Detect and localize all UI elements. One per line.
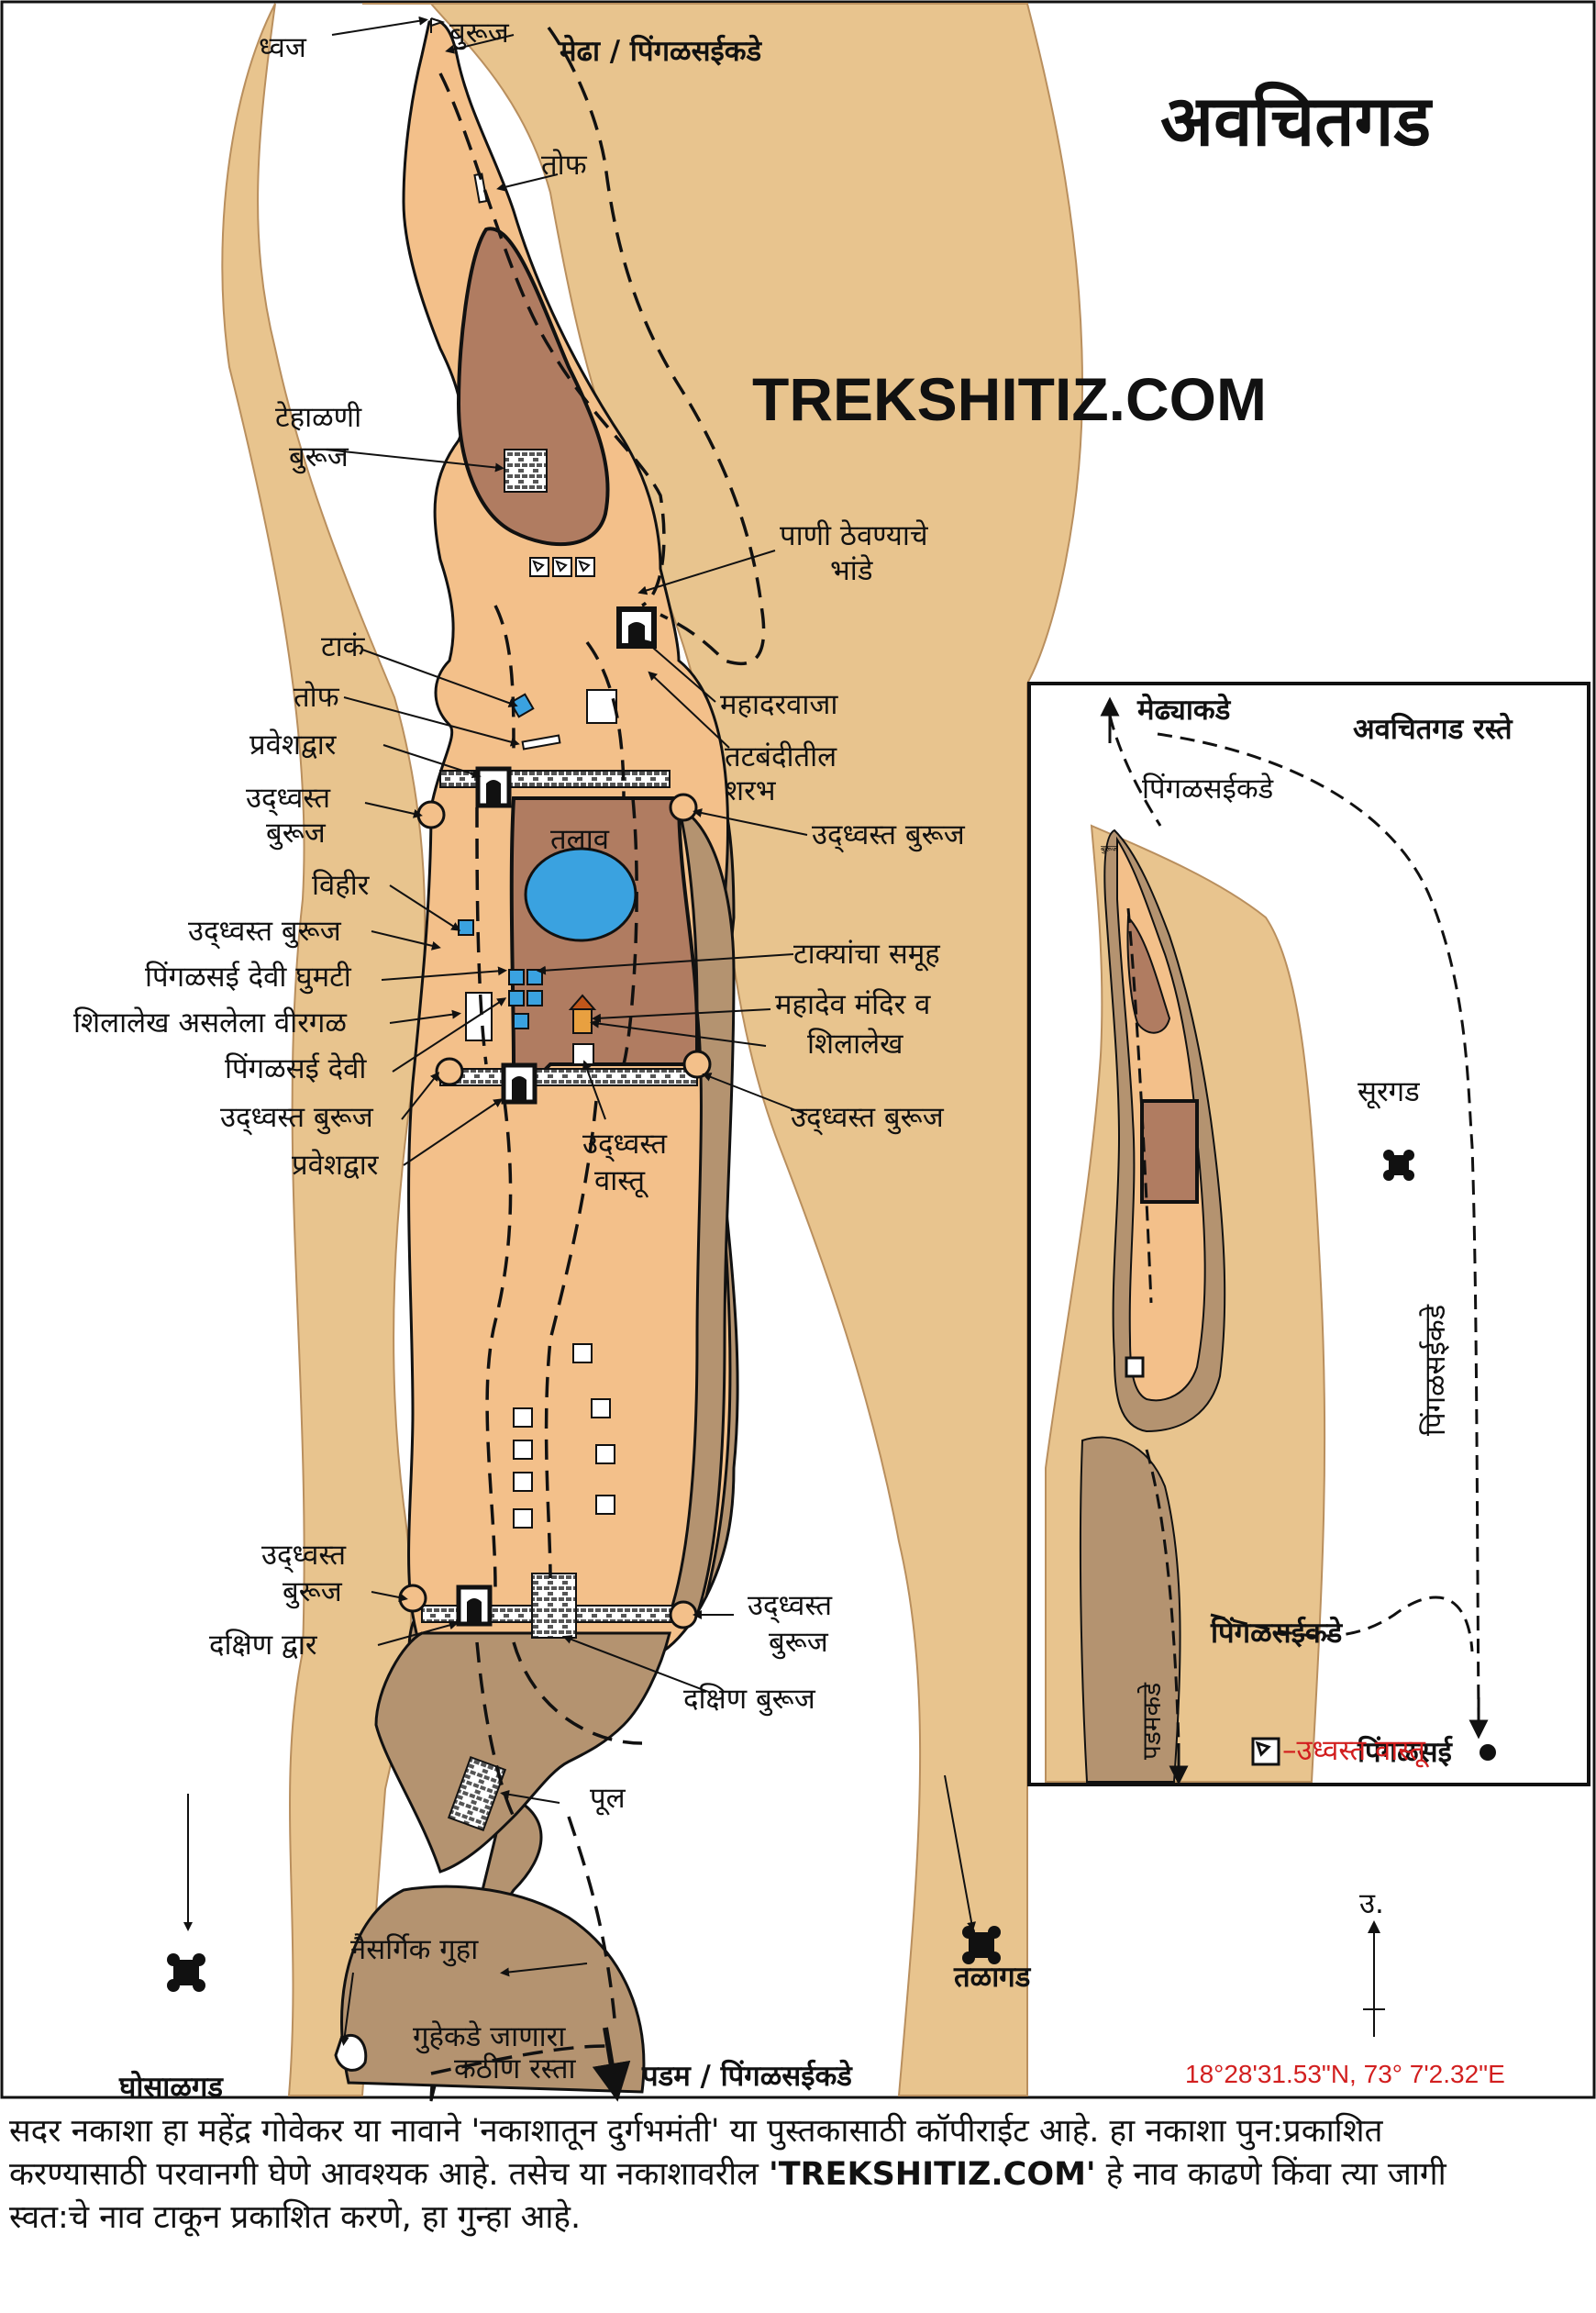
watchtower-icon bbox=[504, 449, 548, 493]
label-tof1: तोफ bbox=[541, 149, 588, 182]
legend-ruins: –उध्वस्त वास्तू bbox=[1282, 1734, 1430, 1768]
copyright-line-2c: हे नाव काढणे किंवा त्या जागी bbox=[1095, 2156, 1446, 2193]
label-pingalsai-devi: पिंगळसई देवी bbox=[225, 1052, 367, 1085]
temple-icon bbox=[572, 1008, 593, 1034]
bastion-left-1 bbox=[416, 800, 446, 829]
label-udhwast-vastu-2: वास्तू bbox=[594, 1164, 649, 1198]
label-udhwast-buruj-r1: उद्ध्वस्त बुरूज bbox=[812, 818, 966, 852]
main-gate-icon bbox=[616, 606, 657, 649]
label-tatbandi-1: तटबंदीतील bbox=[725, 740, 837, 773]
inset-surgad: सूरगड bbox=[1358, 1075, 1420, 1109]
water-tanks bbox=[458, 693, 543, 1029]
label-tehalni-2: बुरूज bbox=[289, 440, 349, 474]
label-padam: पडम / पिंगळसईकडे bbox=[641, 2059, 853, 2093]
label-udhwast-vastu-1: उद्ध्वस्त bbox=[582, 1128, 668, 1162]
north-label: उ. bbox=[1359, 1887, 1384, 1920]
inset-pingalsaikade-mid: पिंगळसईकडे bbox=[1210, 1616, 1344, 1650]
bastion-right-1 bbox=[669, 793, 698, 822]
coordinates: 18°28'31.53"N, 73° 7'2.32"E bbox=[1185, 2060, 1505, 2088]
south-bastion bbox=[531, 1573, 577, 1639]
bastion-right-2 bbox=[682, 1050, 712, 1079]
label-naisargik: नैसर्गिक गुहा bbox=[350, 1933, 479, 1967]
ruins-icons bbox=[465, 557, 617, 1529]
route-inset bbox=[1027, 682, 1590, 1786]
bastion-right-3 bbox=[669, 1600, 698, 1629]
gate-icon bbox=[501, 1062, 538, 1105]
label-buruj-top: बुरूज bbox=[449, 17, 510, 50]
fort-symbol-icon bbox=[962, 1926, 1001, 1964]
label-medha-top: मेढा / पिंगळसईकडे bbox=[559, 34, 763, 68]
inset-buruj-small: बुरूज bbox=[1101, 845, 1118, 854]
copyright-line-3: स्वत:चे नाव टाकून प्रकाशित करणे, हा गुन्… bbox=[9, 2199, 582, 2236]
label-udhwast-buruj-4a: उद्ध्वस्त bbox=[261, 1539, 347, 1573]
wall-north bbox=[439, 770, 671, 788]
label-talagad: तळागड bbox=[953, 1961, 1032, 1994]
label-vihir: विहीर bbox=[312, 869, 371, 902]
label-guhe-1: गुहेकडे जाणारा bbox=[413, 2020, 566, 2054]
inset-padamkade: पडमकडे bbox=[1136, 1682, 1167, 1760]
label-tehalni-1: टेहाळणी bbox=[275, 401, 362, 434]
label-mahadev-1: महादेव मंदिर व bbox=[775, 988, 931, 1021]
copyright-line-2: करण्यासाठी परवानगी घेणे आवश्यक आहे. तसेच… bbox=[9, 2153, 1583, 2196]
label-praveshdwar-2: प्रवेशद्वार bbox=[292, 1149, 380, 1182]
label-taka: टाकं bbox=[321, 630, 366, 663]
label-tatbandi-2: शरभ bbox=[725, 774, 777, 807]
label-pingalsai-ghumti: पिंगळसई देवी घुमटी bbox=[145, 961, 352, 995]
inset-title: अवचितगड रस्ते bbox=[1353, 712, 1513, 746]
temple-roof bbox=[568, 994, 597, 1010]
inset-pingalsai: पिंगळसई bbox=[1357, 1735, 1454, 1769]
label-tof2: तोफ bbox=[294, 681, 340, 714]
label-udhwast-buruj-5a: उद्ध्वस्त bbox=[748, 1589, 833, 1623]
label-mahadev-2: शिलालेख bbox=[807, 1028, 903, 1061]
ruins-legend-icon bbox=[1251, 1737, 1280, 1766]
lake bbox=[524, 847, 637, 942]
cannon-icon bbox=[521, 734, 561, 751]
bottom-hill bbox=[340, 1885, 646, 2094]
label-udhwast-buruj-1b: बुरूज bbox=[266, 817, 327, 851]
label-udhwast-buruj-3: उद्ध्वस्त बुरूज bbox=[220, 1101, 374, 1135]
label-virgal: शिलालेख असलेला वीरगळ bbox=[73, 1006, 347, 1040]
label-talav: तलाव bbox=[550, 823, 610, 856]
padam-arrow bbox=[592, 2027, 631, 2102]
label-ghosalgad: घोसाळगड bbox=[118, 2070, 224, 2104]
copyright-line-2a: करण्यासाठी परवानगी घेणे आवश्यक आहे. तसेच… bbox=[9, 2156, 769, 2193]
copyright-line-1: सदर नकाशा हा महेंद्र गोवेकर या नावाने 'न… bbox=[9, 2113, 1383, 2150]
label-mahadarwaja: महादरवाजा bbox=[720, 688, 838, 721]
gate-icon bbox=[475, 766, 512, 808]
label-dakshin-buruj: दक्षिण बुरूज bbox=[683, 1683, 816, 1717]
gate-icon bbox=[456, 1585, 493, 1627]
label-pool: पूल bbox=[590, 1782, 626, 1816]
hill-terrain bbox=[221, 3, 1084, 2096]
label-dhwaj: ध्वज bbox=[259, 31, 307, 64]
leader-lines bbox=[183, 16, 977, 2046]
label-guhe-2: कठीण रस्ता bbox=[454, 2052, 577, 2085]
bastion-left-3 bbox=[398, 1584, 427, 1613]
wall-middle bbox=[439, 1068, 698, 1086]
label-pani-1: पाणी ठेवण्याचे bbox=[780, 519, 929, 552]
label-udhwast-buruj-5b: बुरूज bbox=[769, 1626, 829, 1660]
label-udhwast-buruj-1a: उद्ध्वस्त bbox=[246, 782, 331, 816]
label-dakshin-dwar: दक्षिण द्वार bbox=[209, 1629, 318, 1662]
trails bbox=[430, 26, 766, 2075]
bridge bbox=[447, 1755, 507, 1832]
label-udhwast-buruj-r2: उद्ध्वस्त बुरूज bbox=[791, 1101, 945, 1135]
label-udhwast-buruj-4b: बुरूज bbox=[283, 1575, 343, 1609]
fort-symbol-icon bbox=[167, 1953, 205, 1992]
brand-watermark: TREKSHITIZ.COM bbox=[752, 365, 1267, 433]
map-title: अवचितगड bbox=[1160, 80, 1433, 161]
label-pani-2: भांडे bbox=[830, 554, 873, 587]
bastion-left-2 bbox=[435, 1057, 464, 1086]
label-takyancha: टाक्यांचा समूह bbox=[793, 938, 940, 972]
copyright-brand: 'TREKSHITIZ.COM' bbox=[769, 2156, 1096, 2193]
inset-pingalsaikade-top: पिंगळसईकडे bbox=[1142, 773, 1274, 806]
label-praveshdwar-1: प्रवेशद्वार bbox=[249, 728, 338, 762]
inset-medhyakade: मेढ्याकडे bbox=[1136, 693, 1232, 727]
flag-icon bbox=[430, 17, 446, 33]
cave-icon bbox=[334, 2033, 368, 2072]
copyright-note: सदर नकाशा हा महेंद्र गोवेकर या नावाने 'न… bbox=[0, 2099, 1596, 2240]
inset-pingalsaikade-vertical: पिंगळसईकडे bbox=[1419, 1304, 1452, 1436]
label-udhwast-buruj-2: उद्ध्वस्त बुरूज bbox=[188, 915, 342, 949]
southern-hill bbox=[374, 1631, 671, 1874]
